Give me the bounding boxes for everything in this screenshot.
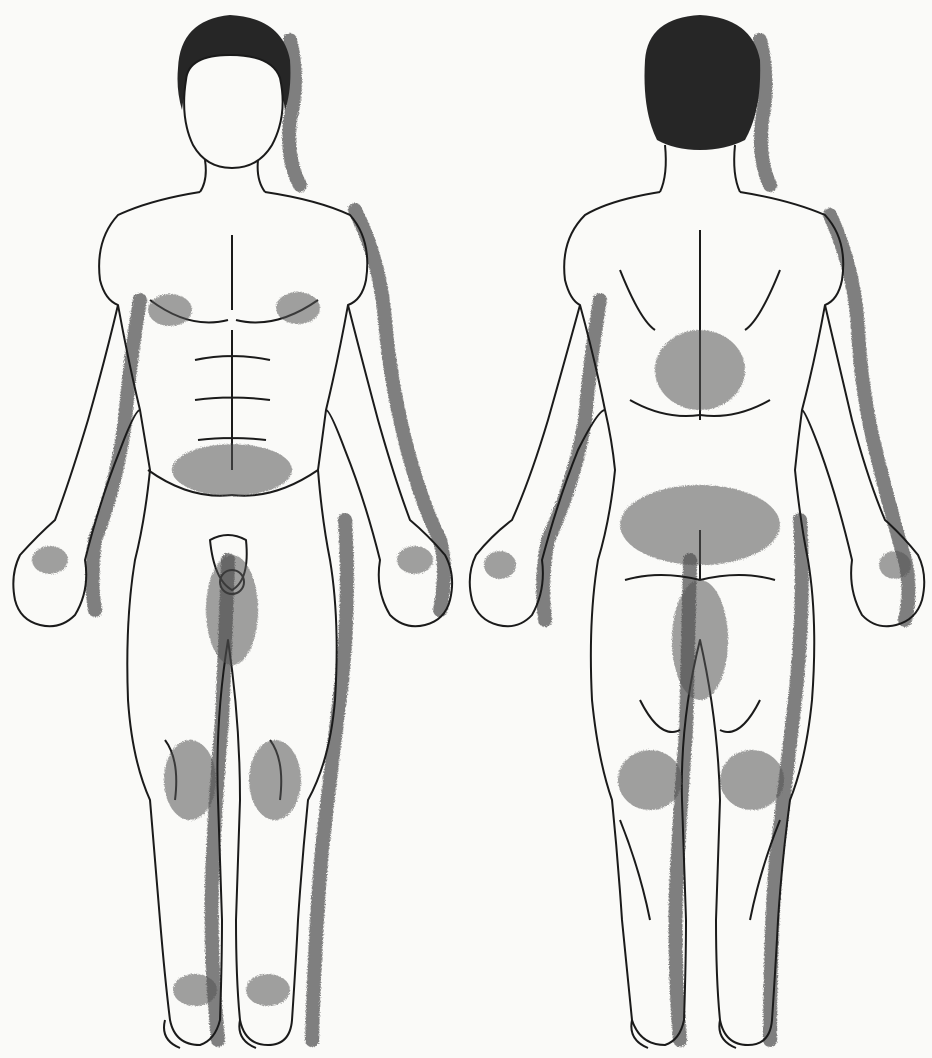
front-right-arm-band bbox=[355, 210, 444, 610]
front-view bbox=[13, 15, 452, 1048]
back-head-band bbox=[760, 40, 770, 185]
back-view bbox=[470, 15, 925, 1048]
front-left-arm-band bbox=[93, 300, 141, 610]
back-hair bbox=[645, 15, 761, 150]
front-body-outline bbox=[13, 55, 452, 1048]
front-dermatome-bands bbox=[93, 40, 445, 1040]
front-head-band bbox=[289, 40, 300, 185]
